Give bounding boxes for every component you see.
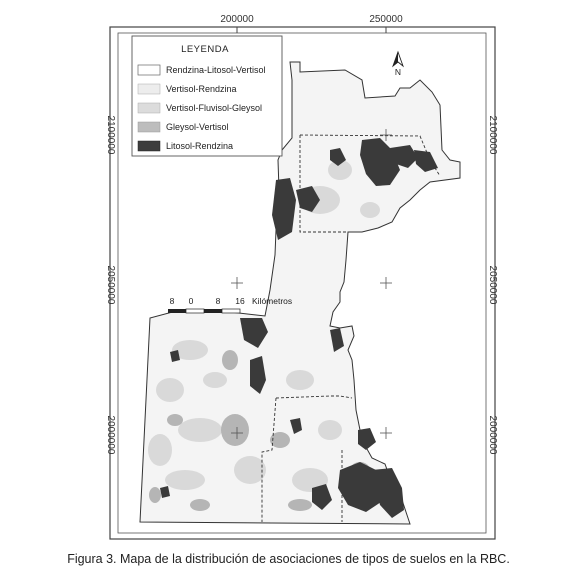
- soil-litosol-rendzina: [160, 138, 438, 518]
- legend-swatch-vertisol-fluvisol-gleysol: [137, 102, 161, 114]
- legend: LEYENDA Rendzina-Litosol-Vertisol Vertis…: [131, 35, 283, 157]
- legend-swatch-vertisol-rendzina: [137, 83, 161, 95]
- scale-seg-3: [204, 309, 222, 313]
- soil-gleysol-vertisol: [149, 350, 370, 511]
- legend-swatch-rendzina-litosol-vertisol: [137, 64, 161, 76]
- legend-title: LEYENDA: [181, 44, 229, 55]
- scale-tick-2: 8: [216, 296, 221, 306]
- figure-caption: Figura 3. Mapa de la distribución de aso…: [67, 552, 510, 566]
- legend-swatch-litosol-rendzina: [137, 140, 161, 152]
- y-tick-label-left-2000000: 2000000: [105, 416, 116, 455]
- legend-label-vertisol-rendzina: Vertisol-Rendzina: [166, 84, 237, 94]
- legend-box: [131, 35, 283, 157]
- scale-seg-4: [221, 308, 241, 314]
- legend-label-vertisol-fluvisol-gleysol: Vertisol-Fluvisol-Gleysol: [166, 103, 262, 113]
- scale-unit: Kilómetros: [252, 296, 292, 306]
- x-tick-label-250000: 250000: [369, 14, 403, 25]
- y-tick-label-right-2050000: 2050000: [487, 266, 498, 305]
- scale-tick-0: 8: [170, 296, 175, 306]
- scale-seg-2: [185, 308, 205, 314]
- north-label: N: [395, 67, 401, 77]
- legend-label-litosol-rendzina: Litosol-Rendzina: [166, 141, 233, 151]
- north-arrow-icon: N: [392, 50, 404, 77]
- soil-map: 200000 250000 2100000 2050000 2000000 21…: [105, 14, 498, 540]
- scale-tick-3: 16: [235, 296, 245, 306]
- legend-swatch-gleysol-vertisol: [137, 121, 161, 133]
- grid-crosses: [231, 129, 392, 439]
- scale-tick-1: 0: [189, 296, 194, 306]
- y-tick-label-right-2100000: 2100000: [487, 116, 498, 155]
- x-tick-label-200000: 200000: [220, 14, 254, 25]
- y-tick-label-left-2100000: 2100000: [105, 116, 116, 155]
- y-tick-label-right-2000000: 2000000: [487, 416, 498, 455]
- y-tick-label-left-2050000: 2050000: [105, 266, 116, 305]
- scale-bar: 8 0 8 16 Kilómetros: [168, 296, 292, 314]
- scale-seg-1: [168, 309, 186, 313]
- legend-label-gleysol-vertisol: Gleysol-Vertisol: [166, 122, 229, 132]
- legend-label-rendzina-litosol-vertisol: Rendzina-Litosol-Vertisol: [166, 65, 266, 75]
